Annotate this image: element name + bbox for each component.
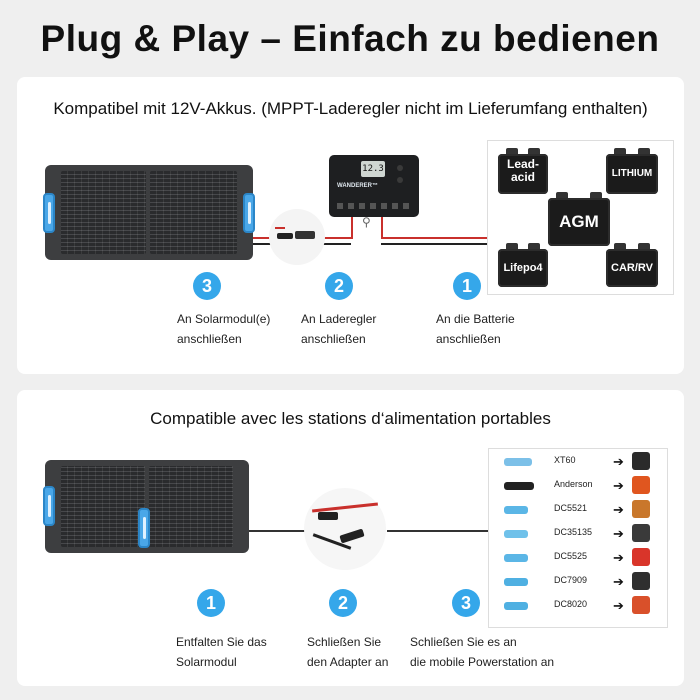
step-label: An Solarmodul(e) [177,312,271,326]
connector-plug-icon [504,506,528,514]
connector-row: XT60 ➔ [500,452,660,472]
connector-name: DC5525 [554,551,588,561]
battery-lifepo4: Lifepo4 [498,243,548,287]
arrow-right-icon: ➔ [613,598,624,613]
arrow-right-icon: ➔ [613,526,624,541]
controller-brand: WANDERER™ [337,183,379,189]
mc4-connector-image [269,209,325,265]
controller-wire [381,217,383,239]
step-label: anschließen [177,332,242,346]
connector-name: DC35135 [554,527,593,537]
controller-wire [351,217,353,239]
connector-plug-icon [504,602,528,610]
connector-plug-icon [504,458,532,466]
step-label: An die Batterie [436,312,515,326]
powerstation-icon [632,548,650,566]
battery-group: Lead- acid LITHIUM AGM Lifepo4 CAR/RV [487,140,674,295]
page-title: Plug & Play – Einfach zu bedienen [40,18,660,59]
connector-row: DC5521 ➔ [500,500,660,520]
solar-panel-image [43,460,249,553]
connector-name: DC8020 [554,599,588,609]
powerstation-icon [632,572,650,590]
connector-name: XT60 [554,455,576,465]
step-label: die mobile Powerstation an [410,655,555,669]
step-label: Solarmodul [176,655,237,669]
arrow-right-icon: ➔ [613,574,624,589]
step-number: 1 [197,589,225,617]
connector-plug-icon [504,554,528,562]
battery-lithium: LITHIUM [606,148,658,194]
step-label: anschließen [436,332,501,346]
panel-handle-right [243,193,255,233]
battery-agm: AGM [548,192,610,246]
powerstation-icon [632,476,650,494]
powerstation-icon [632,596,650,614]
powerstation-compat-heading: Compatible avec les stations d‘alimentat… [150,409,551,428]
connector-row: DC35135 ➔ [500,524,660,544]
connector-row: DC8020 ➔ [500,596,660,616]
powerstation-icon [632,524,650,542]
step-number: 1 [453,272,481,300]
battery-compat-heading: Kompatibel mit 12V-Akkus. (MPPT-Laderegl… [53,99,648,118]
connector-name: DC7909 [554,575,588,585]
battery-lead-acid: Lead- acid [498,148,548,194]
connector-row: DC7909 ➔ [500,572,660,592]
controller-display: 12.3 [361,161,385,177]
step-label: Schließen Sie [307,635,382,649]
arrow-right-icon: ➔ [613,454,624,469]
battery-compat-card: Kompatibel mit 12V-Akkus. (MPPT-Laderegl… [17,77,684,374]
arrow-right-icon: ➔ [613,478,624,493]
step-label: Schließen Sie es an [410,635,517,649]
powerstation-icon [632,452,650,470]
arrow-right-icon: ➔ [613,550,624,565]
step-number: 2 [325,272,353,300]
panel-handle-left [43,486,55,526]
connector-name: Anderson [554,479,593,489]
connector-row: Anderson ➔ [500,476,660,496]
panel-handle-left [43,193,55,233]
connector-plug-icon [504,578,528,586]
connector-plug-icon [504,482,534,490]
step-number: 2 [329,589,357,617]
connector-row: DC5525 ➔ [500,548,660,568]
step-number: 3 [193,272,221,300]
powerstation-icon [632,500,650,518]
bulb-icon: ⚲ [362,215,371,229]
battery-car-rv: CAR/RV [606,243,658,287]
arrow-right-icon: ➔ [613,502,624,517]
connector-plug-icon [504,530,528,538]
connector-name: DC5521 [554,503,588,513]
panel-handle-middle [138,508,150,548]
step-number: 3 [452,589,480,617]
step-label: anschließen [301,332,366,346]
step-label: Entfalten Sie das [176,635,267,649]
solar-panel-image [43,165,255,260]
adapter-cable-image [304,488,386,570]
charge-controller-image: 12.3 WANDERER™ [329,155,419,217]
step-label: den Adapter an [307,655,389,669]
step-label: An Laderegler [301,312,377,326]
